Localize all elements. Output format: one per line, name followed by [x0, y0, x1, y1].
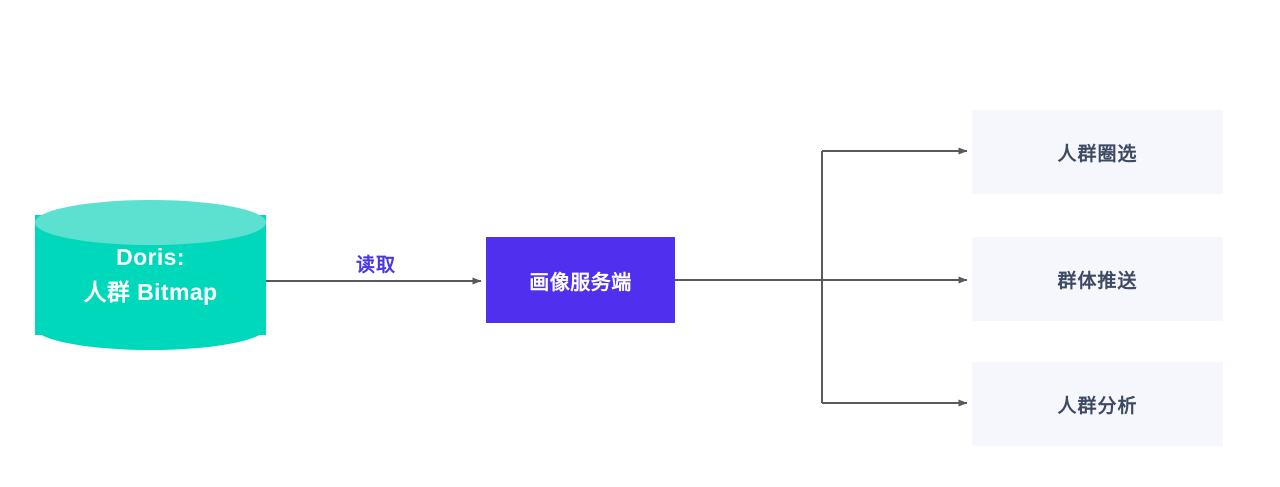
output-node-audience-analysis[interactable]: 人群分析 — [972, 362, 1223, 446]
output-node-label: 群体推送 — [1057, 270, 1138, 292]
edge-label-read: 读取 — [356, 255, 397, 276]
cylinder-label-line2: 人群 Bitmap — [83, 279, 218, 305]
cylinder-bottom-ellipse — [35, 305, 266, 350]
profile-service-node[interactable]: 画像服务端 — [486, 237, 675, 323]
output-node-audience-selection[interactable]: 人群圈选 — [972, 110, 1223, 194]
doris-bitmap-cylinder[interactable]: Doris: 人群 Bitmap — [35, 200, 266, 350]
cylinder-label-line1: Doris: — [116, 244, 185, 270]
cylinder-top-ellipse — [35, 200, 266, 245]
output-node-label: 人群圈选 — [1057, 143, 1138, 165]
profile-service-label: 画像服务端 — [529, 271, 632, 294]
output-node-group-push[interactable]: 群体推送 — [972, 237, 1223, 321]
output-node-label: 人群分析 — [1057, 395, 1138, 417]
cylinder-label: Doris: 人群 Bitmap — [35, 240, 266, 310]
